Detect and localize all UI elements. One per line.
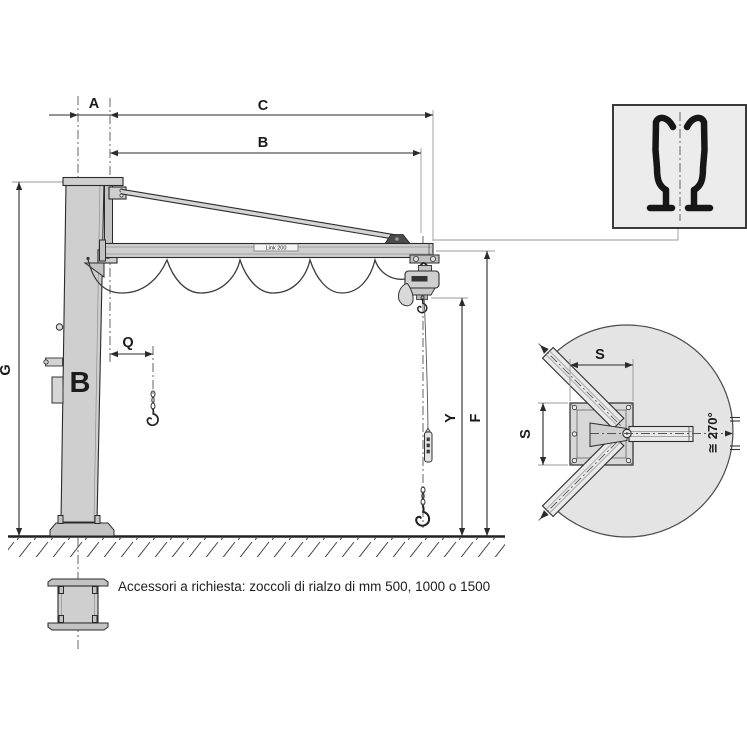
column-cap-plate [62,176,124,187]
rail-profile-icon [646,114,714,212]
tie-rod [120,188,411,244]
accessories-note: Accessori a richiesta: zoccoli di rialzo… [118,579,490,594]
jib-beam: Link 200 [99,239,434,262]
festoon-cable [87,257,406,294]
hoist-brand-band [411,276,428,282]
trolley-wheel [412,255,419,262]
column-brand-logo: B [70,367,91,399]
chain-bag [397,282,414,307]
plan-view: ≅ 270° S S [518,324,740,538]
pendant-button [426,443,430,448]
rotation-label: ≅ 270° [705,412,720,453]
dim-label-Q: Q [122,335,133,351]
pendant-cable [423,294,429,432]
pendant-button [426,437,430,442]
jib-root-funnel [589,422,628,448]
dim-label-A: A [89,96,100,112]
trolley-wheel [429,255,436,262]
chain-hoist [397,254,440,314]
clamp-pin [395,237,399,241]
front-view: B Link 200 [0,96,679,652]
pedestal-body [57,585,99,624]
pendant-button [426,449,430,454]
pedestal-top-flange [47,578,109,587]
dim-label-B: B [258,135,268,151]
profile-leader-line [433,228,679,241]
hook-min-radius [146,390,159,427]
beam-end-plate [99,239,106,262]
dim-label-S-top: S [595,347,605,363]
electrical-box [51,376,64,404]
anchor-bolt [57,515,64,524]
hook-lowered [415,486,431,527]
rotation-annotation: ≅ 270° [705,412,740,454]
jib-beam-plan [628,425,694,443]
extension-lines [12,110,679,299]
dimensions: A C B G Q Y F [0,96,491,536]
ground-hatching [8,538,505,557]
anchor-bolt [94,515,101,524]
riser-pedestal [47,578,109,631]
jib-position-main [589,422,733,448]
pedestal-bottom-flange [47,622,109,631]
lifting-eye [55,323,64,331]
base-plate [49,522,115,537]
jib-position-upper [538,343,625,430]
dim-label-F: F [468,413,484,422]
column-shaft [60,181,105,523]
dim-label-C: C [258,98,269,114]
ground [8,535,505,557]
beam-badge-plate [253,243,299,252]
plan-dimensions: S S [518,347,634,466]
panel-frame [612,104,747,229]
dim-label-S-side: S [518,429,534,439]
dim-label-Y: Y [443,413,459,423]
pendant-control [423,294,433,463]
jib-position-lower [538,434,625,521]
rail-profile-panel [612,104,747,229]
dim-label-G: G [0,364,14,375]
beam-badge-label: Link 200 [266,246,287,252]
